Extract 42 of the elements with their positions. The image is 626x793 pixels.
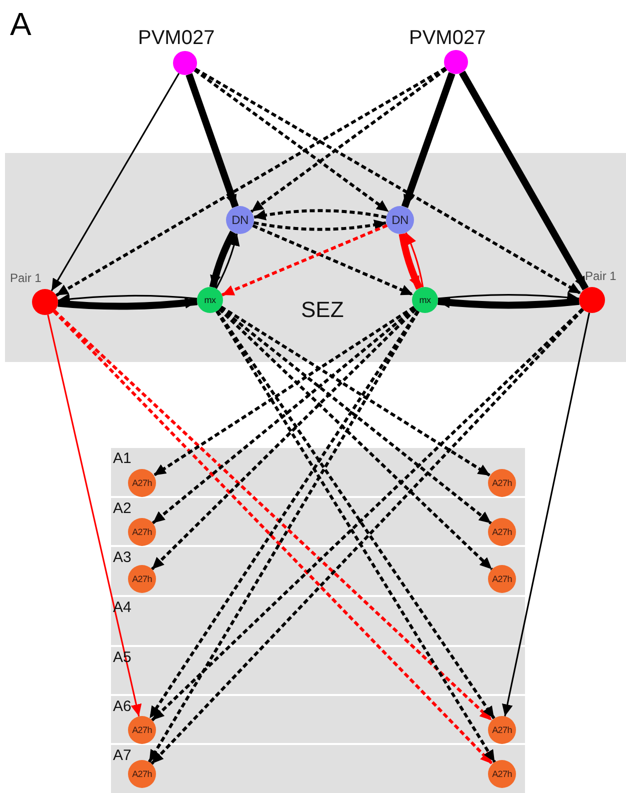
panel-label: A xyxy=(10,8,32,40)
neuron-circle: DN xyxy=(386,206,414,234)
connection-arrow xyxy=(194,68,582,295)
neuron-circle: mx xyxy=(197,287,223,313)
connection-arrow xyxy=(47,314,142,716)
neuron-label: Pair 1 xyxy=(585,270,616,282)
connection-arrow xyxy=(209,230,236,288)
connection-arrow xyxy=(150,308,417,570)
region-label: SEZ xyxy=(301,299,344,321)
connection-arrow xyxy=(458,70,589,290)
connection-arrow xyxy=(253,219,387,231)
connection-arrow xyxy=(401,72,456,208)
segment-label: A3 xyxy=(113,550,132,565)
segment-label: A7 xyxy=(113,748,132,763)
connection-arrow xyxy=(250,68,448,213)
connection-arrow xyxy=(216,234,240,289)
connection-arrow xyxy=(58,297,198,310)
neuron-label: PVM027 xyxy=(409,28,486,48)
segment-label: A2 xyxy=(113,501,132,516)
connection-arrow xyxy=(438,297,580,309)
region-band xyxy=(5,153,626,362)
connection-arrow xyxy=(253,209,387,221)
segment-label: A1 xyxy=(113,451,132,466)
connection-arrow xyxy=(50,73,180,292)
connection-arrow xyxy=(194,68,390,213)
connection-arrow xyxy=(186,73,239,208)
connection-arrow xyxy=(219,306,492,524)
connection-arrow xyxy=(405,232,424,288)
connection-arrow xyxy=(221,224,388,296)
connection-arrow xyxy=(398,233,423,290)
connection-arrow xyxy=(152,306,415,477)
neuron-label: Pair 1 xyxy=(10,272,42,284)
connection-arrow xyxy=(152,307,416,524)
connection-arrow xyxy=(55,66,446,297)
connection-arrow xyxy=(220,306,491,477)
neuron-label: PVM027 xyxy=(138,28,215,48)
connection-arrow xyxy=(218,308,493,570)
neuron-circle: mx xyxy=(412,287,438,313)
connection-arrow xyxy=(252,224,414,296)
neuron-circle: DN xyxy=(226,206,254,234)
segment-label: A6 xyxy=(113,699,132,714)
connection-arrow xyxy=(502,312,590,716)
